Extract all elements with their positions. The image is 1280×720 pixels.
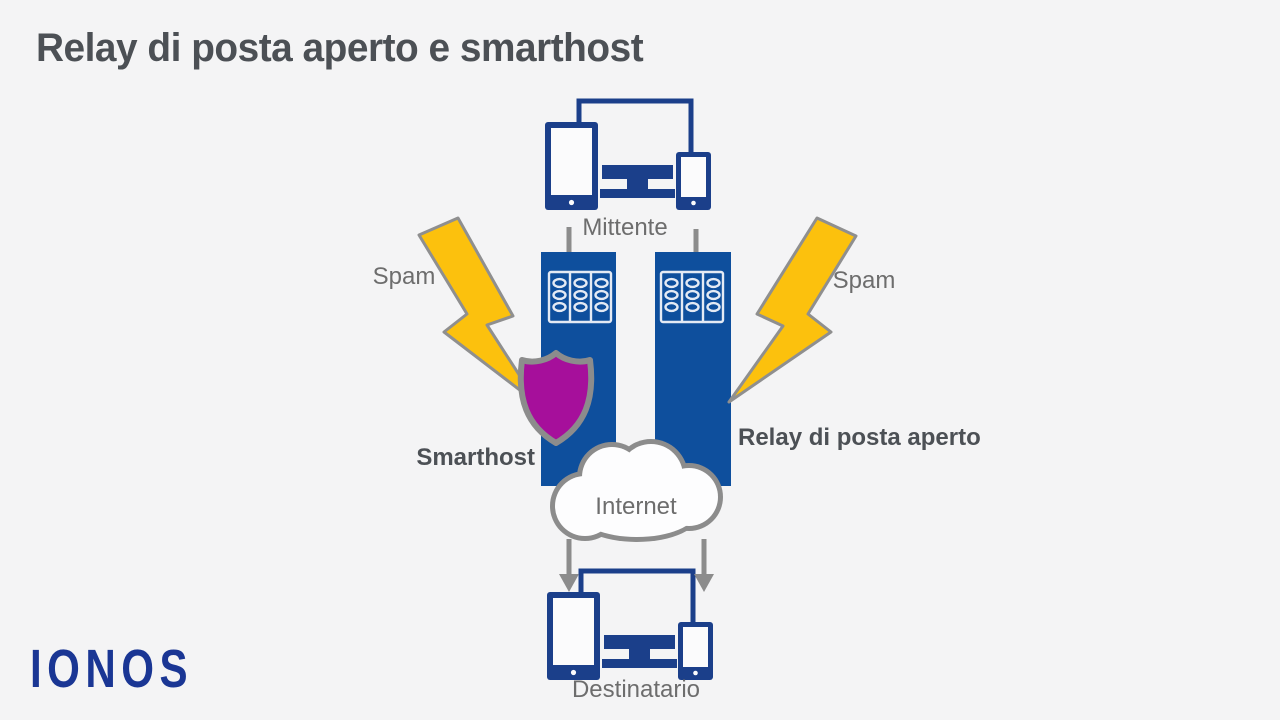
spam-label-left: Spam (372, 263, 436, 290)
internet-label: Internet (595, 493, 677, 520)
spam-lightning-bolt-right-icon (727, 216, 858, 404)
sender-devices-icon (545, 101, 711, 210)
spam-bolts (417, 216, 858, 406)
recipient-label: Destinatario (571, 676, 701, 703)
smarthost-label: Smarthost (416, 444, 535, 471)
delivery-arrows (559, 539, 714, 592)
sender-to-server-connectors (566, 227, 699, 253)
spam-label-right: Spam (832, 267, 896, 294)
server-rack-icon (659, 270, 725, 324)
shield-icon (517, 350, 595, 446)
sender-label: Mittente (582, 214, 668, 241)
cloud-icon (550, 439, 723, 542)
spam-lightning-bolt-left-icon (417, 216, 540, 406)
recipient-devices-icon (547, 571, 713, 680)
open-relay-label: Relay di posta aperto (738, 424, 981, 451)
page-title: Relay di posta aperto e smarthost (36, 26, 644, 70)
server-rack-icon (547, 270, 613, 324)
ionos-logo: IONOS (30, 639, 194, 699)
